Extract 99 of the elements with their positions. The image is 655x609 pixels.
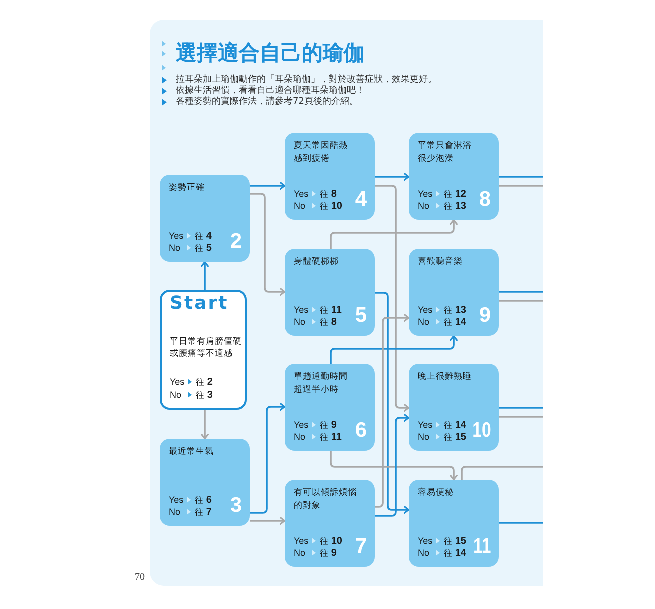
question-text: 身體硬梆梆	[294, 256, 340, 268]
connector-line	[499, 291, 543, 293]
next-step-text: 往 14	[444, 546, 466, 560]
arrow	[250, 193, 286, 296]
next-step-text: 往 13	[444, 200, 466, 212]
next-step-text: 往 6	[195, 494, 212, 506]
arrow	[250, 517, 286, 525]
answer-label: Yes	[294, 188, 310, 200]
question-box	[285, 364, 375, 451]
next-step-text: 往 9	[320, 546, 337, 560]
answer-label: Yes	[170, 376, 186, 388]
answer-label: Yes	[294, 419, 310, 431]
next-step-text: 往 12	[444, 188, 466, 200]
bullet-text: 各種姿勢的實際作法，請參考72頁後的介紹。	[176, 96, 358, 108]
next-step-text: 往 4	[195, 230, 212, 242]
question-text: 姿勢正確	[169, 182, 206, 194]
answer-label: No	[418, 431, 431, 443]
next-step-text: 往 2	[196, 376, 213, 388]
answer-label: No	[294, 316, 307, 328]
connector-line	[499, 407, 543, 409]
bullet-text: 拉耳朵加上瑜伽動作的「耳朵瑜伽」，對於改善症狀，效果更好。	[176, 74, 437, 86]
next-step-text: 往 15	[444, 534, 466, 548]
answer-label: Yes	[418, 535, 434, 547]
question-text: 平日常有肩膀僵硬或腰痛等不適感	[170, 336, 243, 360]
box-number: 2	[230, 231, 242, 252]
question-text: 夏天常因酷熱感到疲倦	[294, 140, 349, 165]
question-box	[409, 249, 499, 336]
question-box	[160, 175, 250, 262]
answer-label: No	[169, 506, 182, 518]
answer-label: Yes	[418, 304, 434, 316]
question-text: 喜歡聽音樂	[418, 256, 464, 268]
box-number: 8	[479, 189, 491, 210]
answer-label: Yes	[294, 304, 310, 316]
answer-label: No	[170, 389, 183, 401]
arrow	[250, 403, 286, 514]
next-step-text: 往 14	[444, 418, 466, 432]
question-text: 平常只會淋浴很少泡澡	[418, 140, 473, 165]
connector-line	[499, 185, 543, 187]
next-step-text: 往 11	[320, 430, 342, 444]
question-text: 容易便秘	[418, 487, 455, 500]
box-number: 10	[472, 420, 491, 441]
next-step-text: 往 5	[195, 242, 212, 254]
box-number: 6	[355, 420, 367, 441]
page-number: 70	[135, 572, 145, 584]
next-step-text: 往 13	[444, 304, 466, 316]
answer-label: Yes	[418, 419, 434, 431]
answer-label: No	[418, 316, 431, 328]
question-text: 晚上很難熟睡	[418, 371, 473, 384]
next-step-text: 往 7	[195, 506, 212, 518]
question-box	[409, 364, 499, 451]
start-title: Start	[170, 293, 229, 315]
arrow	[250, 182, 286, 190]
connector-line	[499, 416, 543, 418]
arrow	[375, 185, 410, 412]
connector-line	[499, 176, 543, 178]
box-number: 3	[230, 495, 242, 516]
answer-label: No	[418, 200, 431, 212]
question-box	[409, 480, 499, 567]
question-text: 有可以傾訴煩惱的對象	[294, 487, 358, 512]
next-step-text: 往 10	[320, 534, 342, 548]
answer-label: No	[418, 547, 431, 559]
answer-label: No	[294, 431, 307, 443]
question-box	[285, 480, 375, 567]
question-box	[285, 249, 375, 336]
box-number: 11	[473, 536, 491, 557]
bullet-text: 依據生活習慣，看看自己適合哪種耳朵瑜伽吧！	[176, 86, 365, 96]
connector-line	[461, 466, 543, 480]
question-text: 最近常生氣	[169, 446, 215, 458]
answer-label: No	[294, 200, 307, 212]
question-text: 單趟通勤時間超過半小時	[294, 371, 349, 396]
question-box	[409, 133, 499, 220]
page-title: 選擇適合自己的瑜伽	[176, 40, 365, 66]
arrow	[375, 173, 410, 181]
start-box	[160, 290, 247, 410]
arrow	[375, 414, 410, 517]
answer-label: Yes	[169, 494, 185, 506]
next-step-text: 往 10	[320, 200, 342, 212]
box-number: 5	[355, 305, 367, 326]
question-box	[160, 439, 250, 526]
box-number: 4	[355, 189, 367, 210]
next-step-text: 往 9	[320, 418, 337, 432]
answer-label: Yes	[418, 188, 434, 200]
next-step-text: 往 11	[320, 304, 342, 316]
answer-label: Yes	[294, 535, 310, 547]
arrow	[201, 410, 209, 440]
connector-line	[499, 522, 543, 524]
box-number: 7	[355, 536, 367, 557]
question-box	[285, 133, 375, 220]
next-step-text: 往 3	[196, 388, 213, 402]
connector-line	[499, 300, 543, 302]
answer-label: Yes	[169, 230, 185, 242]
answer-label: No	[169, 242, 182, 254]
answer-label: No	[294, 547, 307, 559]
next-step-text: 往 14	[444, 316, 466, 328]
next-step-text: 往 8	[320, 188, 337, 200]
next-step-text: 往 8	[320, 316, 337, 328]
next-step-text: 往 15	[444, 430, 466, 444]
arrow	[201, 261, 209, 290]
box-number: 9	[479, 305, 491, 326]
